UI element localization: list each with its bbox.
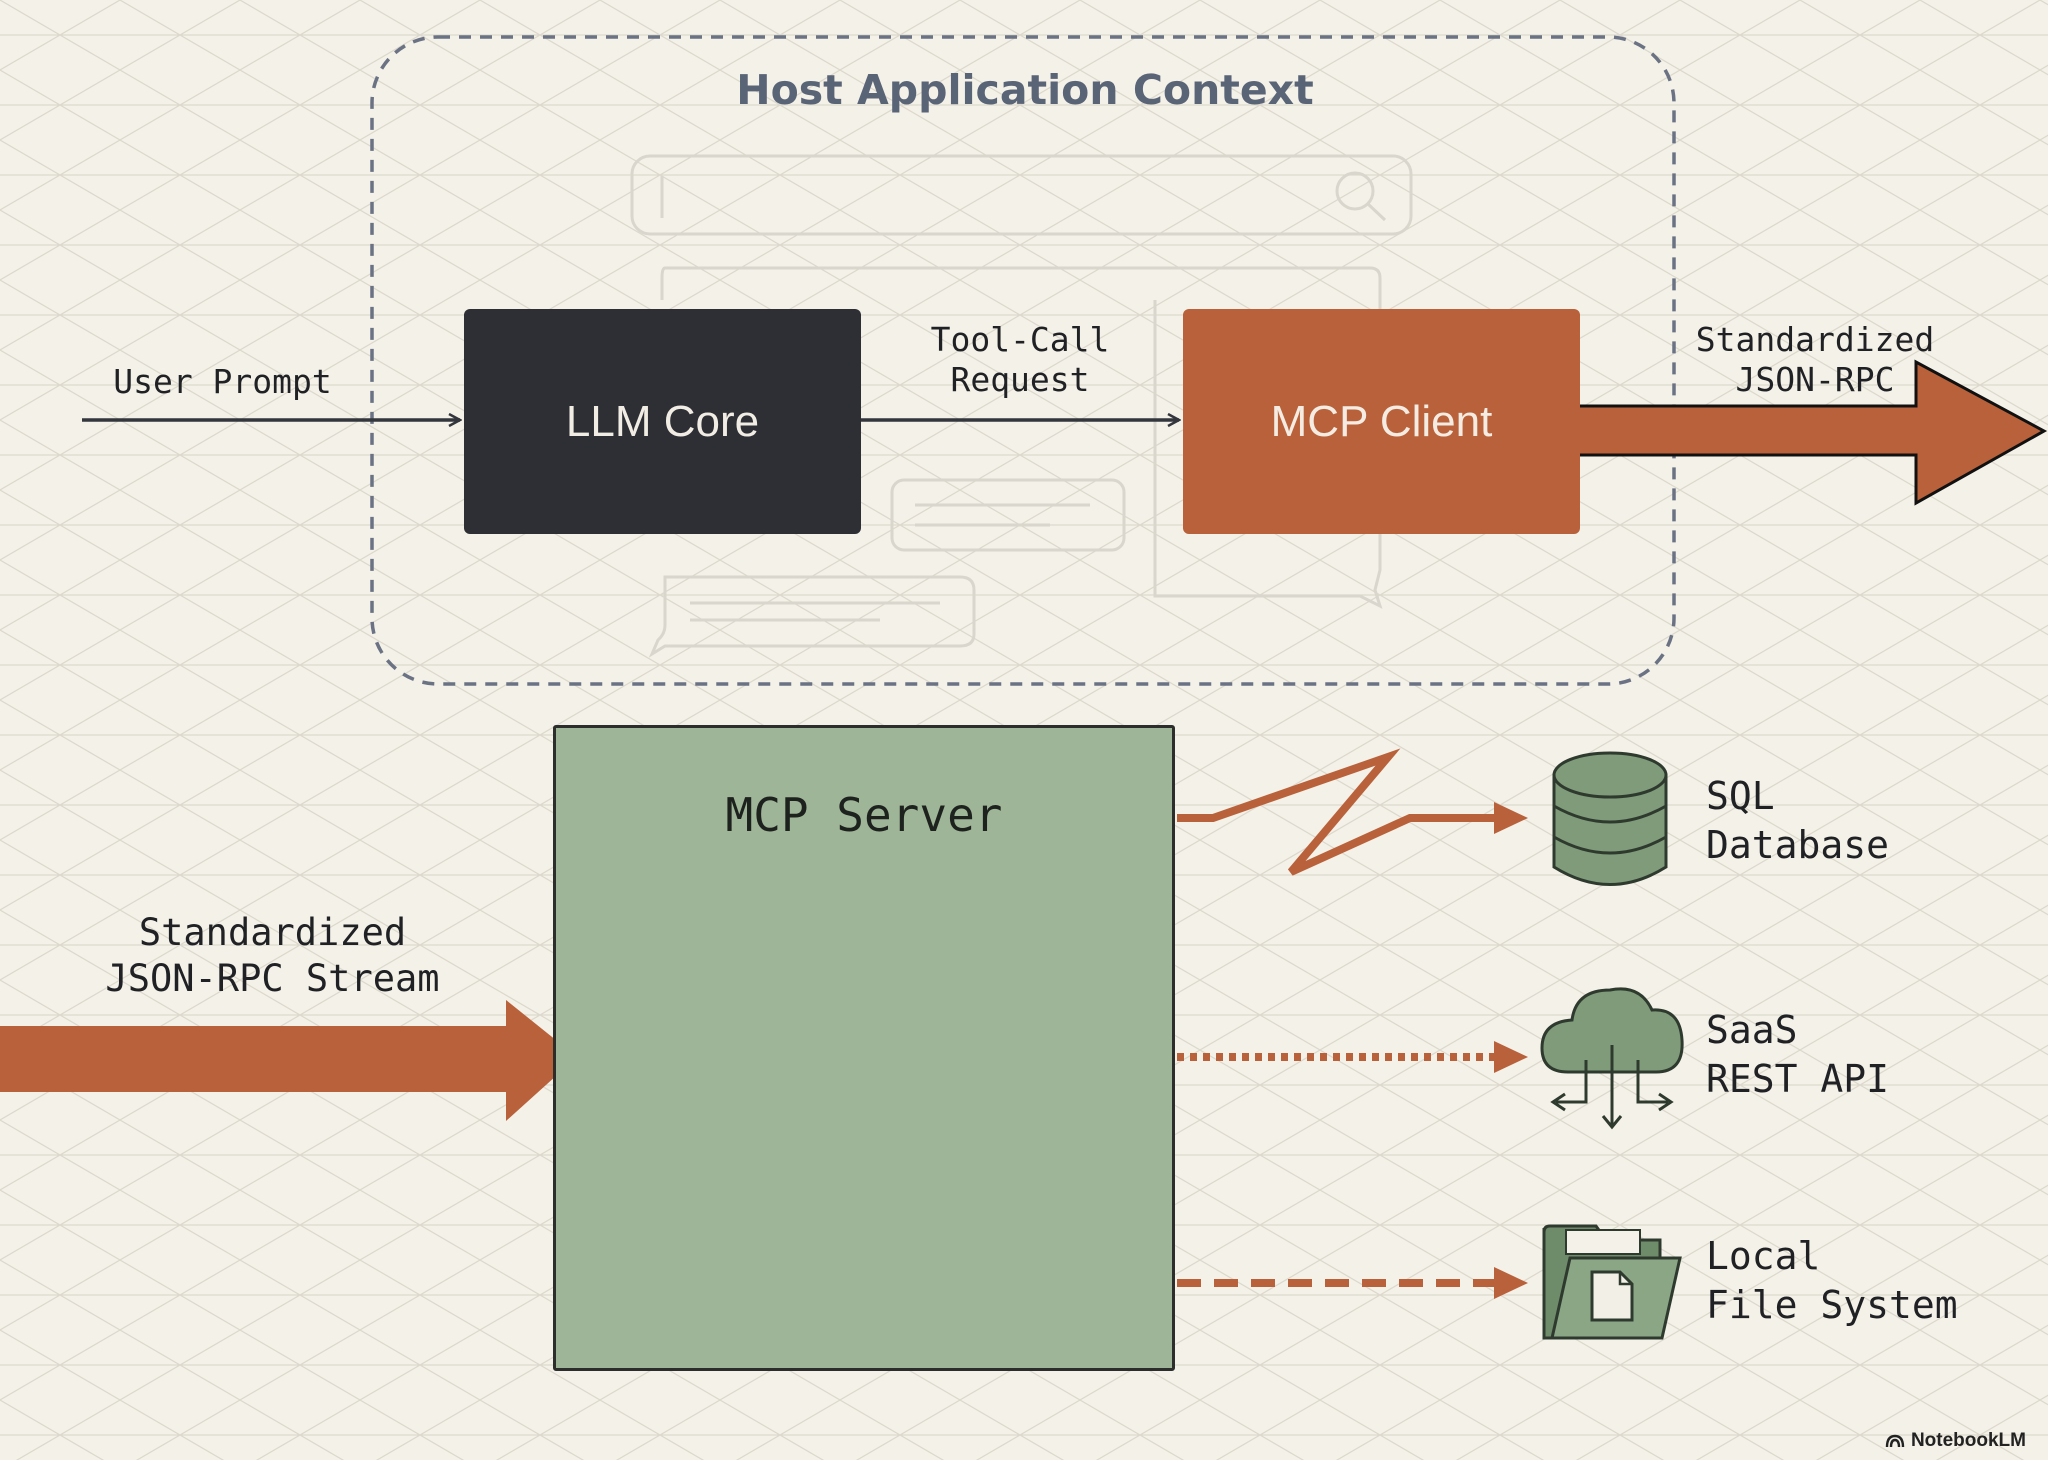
saas-connector (1177, 1041, 1528, 1073)
mcp-client-label: MCP Client (1270, 396, 1493, 446)
mcp-server-node: MCP Server (553, 725, 1175, 1371)
notebooklm-watermark: NotebookLM (1885, 1430, 2026, 1452)
folder-file-icon (1542, 1224, 1682, 1340)
watermark-text: NotebookLM (1910, 1430, 2026, 1451)
host-context-title: Host Application Context (736, 66, 1314, 114)
local-fs-label: Local File System (1706, 1234, 1958, 1328)
database-icon (1552, 751, 1668, 886)
mcp-server-label: MCP Server (725, 788, 1003, 842)
file-connector (1177, 1267, 1528, 1299)
llm-core-label: LLM Core (565, 396, 760, 446)
sql-database-label: SQL Database (1706, 774, 1890, 868)
ghost-ui-sketch (630, 154, 1413, 658)
sql-connector (1177, 748, 1528, 876)
host-context-container (370, 35, 1676, 686)
user-prompt-label: User Prompt (113, 362, 332, 401)
cloud-api-icon (1540, 987, 1684, 1130)
json-rpc-in-label: Standardized JSON-RPC Stream (105, 911, 440, 1001)
json-rpc-out-label: Standardized JSON-RPC (1695, 320, 1935, 399)
saas-api-label: SaaS REST API (1706, 1008, 1890, 1102)
llm-core-node: LLM Core (464, 309, 861, 534)
tool-call-label: Tool-Call Request (930, 320, 1110, 399)
mcp-client-node: MCP Client (1183, 309, 1580, 534)
json-rpc-out-arrow (1576, 359, 2048, 506)
notebooklm-logo-icon (1885, 1434, 1905, 1448)
json-rpc-in-arrow (0, 1000, 577, 1121)
